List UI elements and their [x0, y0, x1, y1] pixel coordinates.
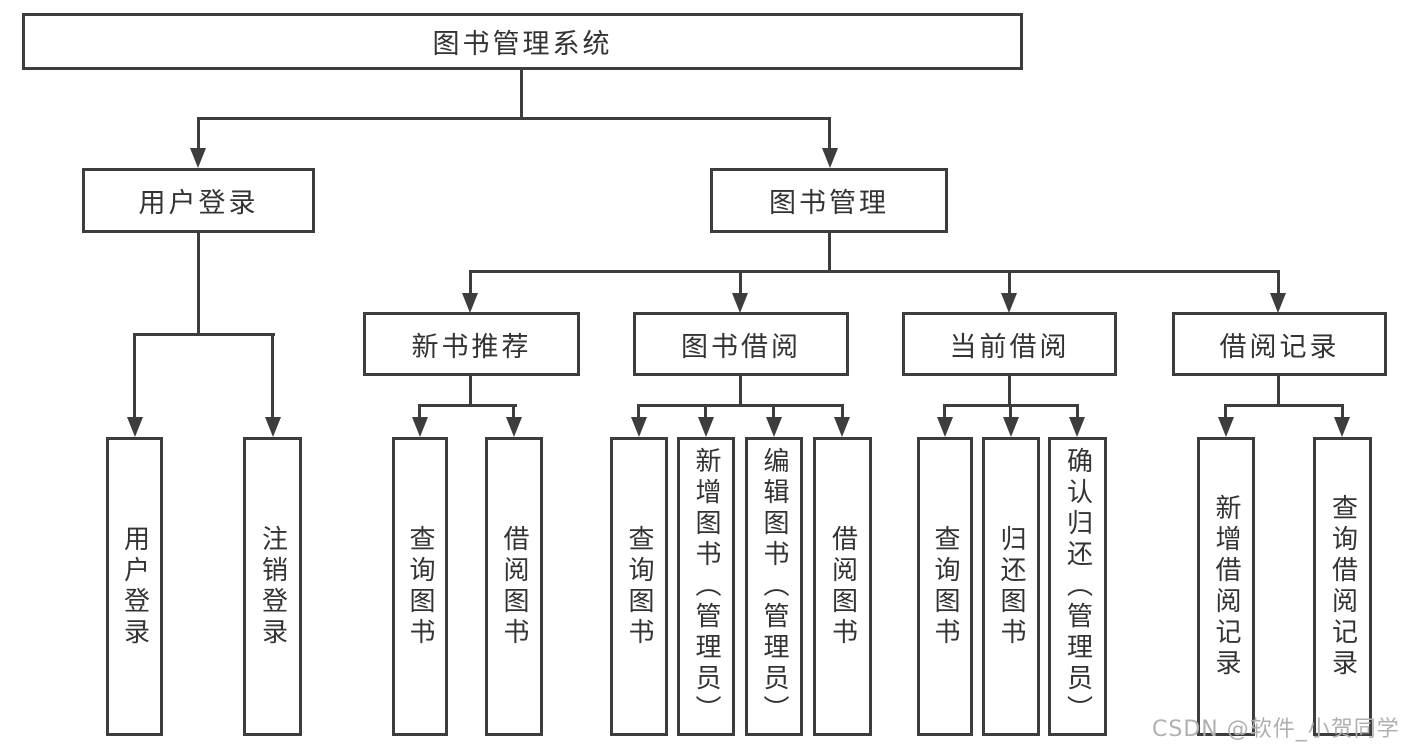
csdn-watermark: CSDN @软件_小贺同学	[1152, 717, 1400, 742]
connector-line	[1224, 406, 1227, 419]
node-new-book-recommend-label: 新书推荐	[411, 331, 532, 363]
connector-line	[197, 232, 200, 335]
node-leaf-query-book-2: 查询图书	[610, 437, 668, 736]
leaf-label: 确认归还（管理员）	[1062, 447, 1093, 726]
node-book-borrow-label: 图书借阅	[681, 331, 801, 363]
connector-line	[1008, 272, 1011, 295]
connector-line	[520, 68, 523, 120]
connector-line	[418, 406, 421, 419]
leaf-label: 借阅图书	[827, 524, 858, 649]
connector-line	[943, 406, 946, 419]
arrowhead-icon	[1270, 293, 1286, 313]
leaf-label: 归还图书	[996, 524, 1026, 649]
leaf-label: 用户登录	[119, 524, 150, 649]
connector-line	[1009, 406, 1012, 419]
connector-line	[1277, 272, 1280, 295]
leaf-label: 查询借阅记录	[1327, 493, 1358, 680]
leaf-label: 借阅图书	[499, 524, 529, 649]
node-leaf-logout: 注销登录	[243, 437, 302, 736]
node-leaf-edit-book-admin: 编辑图书（管理员）	[745, 437, 803, 736]
node-leaf-add-book-admin: 新增图书（管理员）	[677, 437, 735, 736]
arrowhead-icon	[412, 417, 428, 437]
connector-line	[772, 406, 775, 419]
connector-line	[828, 119, 831, 150]
connector-line	[469, 272, 472, 295]
node-leaf-add-borrow-record: 新增借阅记录	[1197, 437, 1255, 736]
node-leaf-user-login: 用户登录	[106, 437, 163, 736]
connector-line	[197, 117, 831, 120]
leaf-label: 查询图书	[405, 524, 435, 649]
connector-line	[418, 404, 517, 407]
arrowhead-icon	[631, 417, 647, 437]
node-user-login-label: 用户登录	[138, 188, 259, 219]
arrowhead-icon	[1001, 293, 1017, 313]
node-root: 图书管理系统	[22, 13, 1023, 70]
connector-line	[1008, 375, 1011, 406]
connector-line	[1076, 406, 1079, 419]
node-book-management-label: 图书管理	[769, 188, 889, 219]
leaf-label: 查询图书	[930, 524, 960, 649]
connector-line	[943, 404, 1079, 407]
node-leaf-query-borrow-record: 查询借阅记录	[1313, 437, 1372, 736]
connector-line	[841, 406, 844, 419]
connector-line	[739, 375, 742, 406]
connector-line	[512, 406, 515, 419]
connector-line	[197, 119, 200, 150]
node-leaf-borrow-book-2: 借阅图书	[813, 437, 872, 736]
leaf-label: 新增借阅记录	[1211, 493, 1241, 680]
arrowhead-icon	[506, 417, 522, 437]
node-leaf-query-book-3: 查询图书	[917, 437, 973, 736]
arrowhead-icon	[1069, 417, 1085, 437]
connector-line	[133, 333, 275, 336]
arrowhead-icon	[1334, 417, 1350, 437]
connector-line	[469, 375, 472, 406]
node-user-login: 用户登录	[82, 168, 315, 233]
node-leaf-confirm-return-admin: 确认归还（管理员）	[1048, 437, 1107, 736]
node-new-book-recommend: 新书推荐	[363, 312, 580, 376]
arrowhead-icon	[462, 293, 478, 313]
leaf-label: 注销登录	[257, 524, 288, 649]
arrowhead-icon	[190, 148, 206, 168]
node-borrow-records: 借阅记录	[1172, 312, 1387, 376]
connector-line	[704, 406, 707, 419]
arrowhead-icon	[1218, 417, 1234, 437]
connector-line	[271, 335, 274, 419]
arrowhead-icon	[1003, 417, 1019, 437]
connector-line	[469, 270, 1280, 273]
node-leaf-borrow-book-1: 借阅图书	[485, 437, 543, 736]
leaf-label: 查询图书	[624, 524, 654, 649]
connector-line	[637, 404, 844, 407]
leaf-label: 新增图书（管理员）	[691, 447, 721, 726]
connector-line	[1224, 404, 1344, 407]
connector-line	[739, 272, 742, 295]
arrowhead-icon	[698, 417, 714, 437]
arrowhead-icon	[265, 417, 281, 437]
arrowhead-icon	[127, 417, 143, 437]
connector-line	[1341, 406, 1344, 419]
connector-line	[828, 232, 831, 272]
node-borrow-records-label: 借阅记录	[1219, 331, 1340, 363]
node-root-label: 图书管理系统	[432, 29, 613, 60]
node-book-management: 图书管理	[710, 168, 948, 233]
connector-line	[133, 335, 136, 419]
arrowhead-icon	[766, 417, 782, 437]
arrowhead-icon	[732, 293, 748, 313]
connector-line	[637, 406, 640, 419]
node-current-borrow: 当前借阅	[902, 312, 1117, 376]
arrowhead-icon	[834, 417, 850, 437]
node-leaf-query-book-1: 查询图书	[392, 437, 448, 736]
arrowhead-icon	[822, 148, 838, 168]
node-book-borrow: 图书借阅	[633, 312, 849, 376]
arrowhead-icon	[937, 417, 953, 437]
node-current-borrow-label: 当前借阅	[949, 331, 1070, 363]
connector-line	[1277, 375, 1280, 406]
node-leaf-return-book: 归还图书	[982, 437, 1040, 736]
leaf-label: 编辑图书（管理员）	[759, 447, 789, 726]
